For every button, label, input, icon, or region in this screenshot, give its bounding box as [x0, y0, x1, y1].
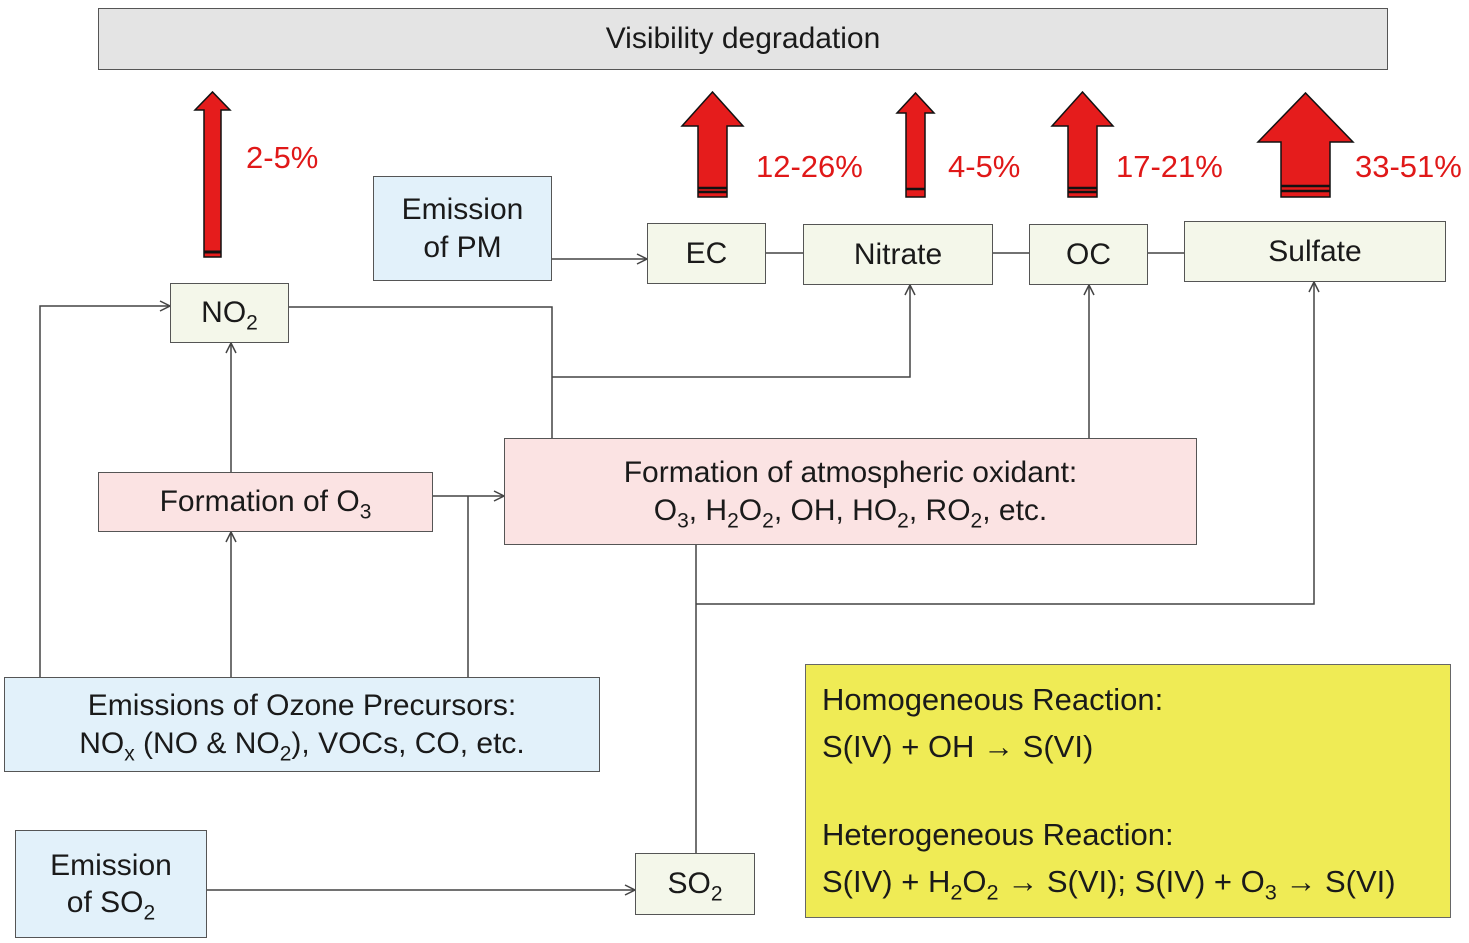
homogeneous-equation: S(IV) + OH → S(VI) — [822, 728, 1094, 764]
ec-box: EC — [647, 223, 766, 284]
sulfate-box: Sulfate — [1184, 221, 1446, 282]
emission-pm-box: Emission of PM — [373, 176, 552, 281]
pct-ec: 12-26% — [756, 149, 863, 184]
oxidant-title: Formation of atmospheric oxidant: — [623, 456, 1078, 489]
pct-no2: 2-5% — [246, 140, 319, 175]
heterogeneous-equation: S(IV) + H2O2 → S(VI); S(IV) + O3 → S(VI) — [822, 863, 1396, 905]
sulfate-label: Sulfate — [1268, 234, 1362, 268]
no2-box: NO2 — [170, 283, 289, 343]
visibility-degradation-label: Visibility degradation — [605, 22, 881, 56]
pct-oc: 17-21% — [1116, 149, 1223, 184]
pct-nitrate: 4-5% — [948, 149, 1021, 184]
oxidant-list: O3, H2O2, OH, HO2, RO2, etc. — [653, 493, 1048, 532]
oc-box: OC — [1029, 224, 1148, 285]
ec-label: EC — [685, 236, 728, 270]
homogeneous-title: Homogeneous Reaction: — [822, 682, 1164, 717]
connector-to-sulfate — [696, 282, 1314, 605]
ozone-precursors-box: Emissions of Ozone Precursors: NOx (NO &… — [4, 677, 600, 772]
emission-pm-line2: of PM — [423, 230, 502, 264]
formation-o3-label: Formation of O3 — [159, 485, 372, 524]
ozone-precursors-list: NOx (NO & NO2), VOCs, CO, etc. — [79, 726, 525, 765]
connector-precursors-to-no2 — [39, 306, 170, 677]
reaction-box: Homogeneous Reaction: S(IV) + OH → S(VI)… — [805, 664, 1451, 918]
red-arrow-nitrate-icon — [895, 91, 936, 198]
red-arrow-sulfate-icon — [1256, 91, 1355, 198]
formation-o3-box: Formation of O3 — [98, 472, 433, 532]
no2-label: NO2 — [201, 296, 258, 335]
oxidant-box: Formation of atmospheric oxidant: O3, H2… — [504, 438, 1197, 545]
emission-so2-line2: of SO2 — [66, 886, 156, 925]
connector-no2-oxidant — [289, 306, 553, 438]
heterogeneous-title: Heterogeneous Reaction: — [822, 817, 1174, 852]
so2-box: SO2 — [635, 853, 755, 915]
pct-sulfate: 33-51% — [1355, 149, 1462, 184]
visibility-degradation-box: Visibility degradation — [98, 8, 1388, 70]
red-arrow-oc-icon — [1050, 90, 1115, 198]
emission-pm-line1: Emission — [401, 193, 524, 226]
red-arrow-no2-icon — [193, 90, 232, 258]
nitrate-box: Nitrate — [803, 224, 993, 285]
nitrate-label: Nitrate — [853, 237, 943, 271]
ozone-precursors-title: Emissions of Ozone Precursors: — [87, 689, 517, 722]
emission-so2-box: Emission of SO2 — [15, 830, 207, 938]
red-arrow-ec-icon — [680, 90, 745, 198]
so2-label: SO2 — [667, 867, 723, 906]
connector-to-nitrate — [552, 285, 910, 378]
oc-label: OC — [1066, 237, 1111, 271]
emission-so2-line1: Emission — [50, 848, 172, 882]
